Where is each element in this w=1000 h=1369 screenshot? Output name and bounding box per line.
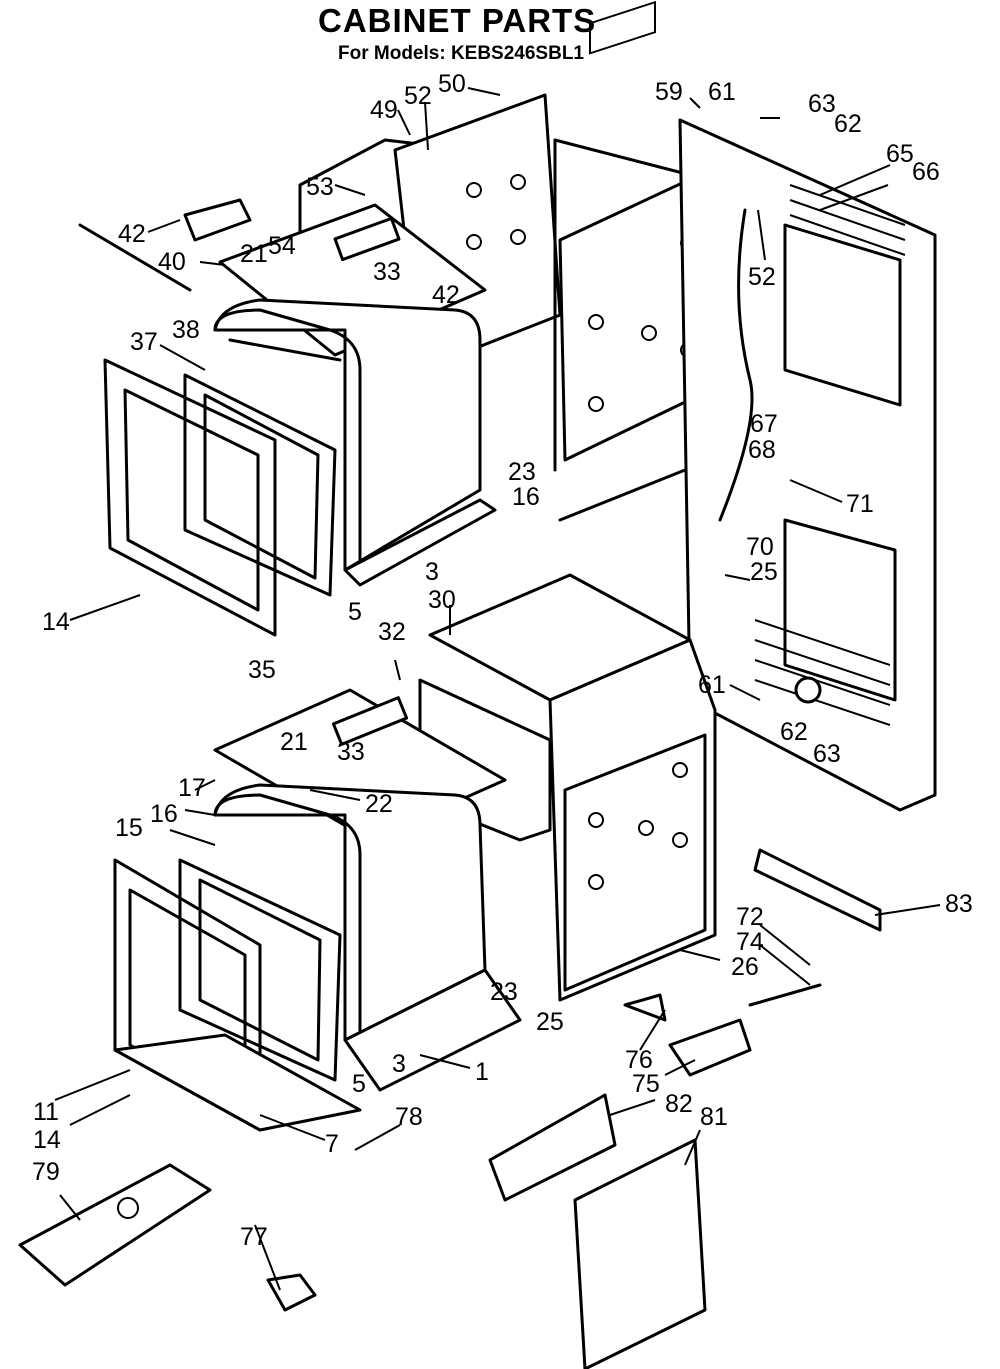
- lower-door-seal: [178, 858, 342, 1082]
- label-61-upper: 61: [708, 78, 736, 106]
- label-14-lower: 14: [33, 1126, 61, 1154]
- label-37: 37: [130, 328, 158, 356]
- label-5-lower: 5: [352, 1070, 366, 1098]
- label-11: 11: [33, 1098, 59, 1126]
- label-74: 74: [736, 928, 764, 956]
- label-1: 1: [475, 1058, 489, 1086]
- label-23-lower: 23: [490, 978, 518, 1006]
- label-59: 59: [655, 78, 683, 106]
- label-79: 79: [32, 1158, 60, 1186]
- label-3-upper: 3: [425, 558, 439, 586]
- lower-oven-liner: [213, 783, 522, 1092]
- label-65: 65: [886, 140, 914, 168]
- label-78: 78: [395, 1103, 423, 1131]
- label-82: 82: [665, 1090, 693, 1118]
- bottom-hardware: [18, 848, 882, 1369]
- label-52-right: 52: [748, 263, 776, 291]
- leader-lines: [54, 87, 941, 1291]
- lower-door-frame: [113, 858, 362, 1132]
- label-68: 68: [748, 436, 776, 464]
- label-66: 66: [912, 158, 940, 186]
- label-21-upper: 21: [240, 240, 268, 268]
- label-25-right: 25: [750, 558, 778, 586]
- label-17: 17: [178, 774, 206, 802]
- label-71: 71: [846, 490, 874, 518]
- label-7: 7: [325, 1130, 339, 1158]
- label-15: 15: [115, 814, 143, 842]
- label-38: 38: [172, 316, 200, 344]
- diagram-subtitle: For Models: KEBS246SBL1: [338, 43, 584, 64]
- label-70: 70: [746, 533, 774, 561]
- label-53: 53: [306, 173, 334, 201]
- label-30: 30: [428, 586, 456, 614]
- label-16-upper: 16: [512, 483, 540, 511]
- label-25-lower: 25: [536, 1008, 564, 1036]
- label-14-upper: 14: [42, 608, 70, 636]
- label-23-upper: 23: [508, 458, 536, 486]
- label-67: 67: [750, 410, 778, 438]
- label-42-right: 42: [432, 281, 460, 309]
- label-75: 75: [632, 1070, 660, 1098]
- label-22: 22: [365, 790, 393, 818]
- label-62-upper: 62: [834, 110, 862, 138]
- upper-oven-liner: [213, 298, 497, 587]
- label-52-upper: 52: [404, 82, 432, 110]
- label-83: 83: [945, 890, 973, 918]
- label-62-lower: 62: [780, 718, 808, 746]
- label-81: 81: [700, 1103, 728, 1131]
- wire-harness: [718, 208, 754, 522]
- label-40: 40: [158, 248, 186, 276]
- label-63-lower: 63: [813, 740, 841, 768]
- label-61-lower: 61: [698, 671, 726, 699]
- label-33-lower: 33: [337, 738, 365, 766]
- label-77: 77: [240, 1223, 268, 1251]
- label-33-upper: 33: [373, 258, 401, 286]
- right-side-panel: [678, 118, 937, 812]
- label-49: 49: [370, 96, 398, 124]
- label-72: 72: [736, 903, 764, 931]
- upper-cabinet-frame: [553, 0, 712, 522]
- label-26: 26: [731, 953, 759, 981]
- label-32: 32: [378, 618, 406, 646]
- part-labels: 50 49 52 53 42 40 21 54 33 42 38 37 23 1…: [32, 70, 973, 1251]
- label-76: 76: [625, 1046, 653, 1074]
- upper-door-seal: [183, 373, 337, 597]
- label-63-upper: 63: [808, 90, 836, 118]
- label-21-lower: 21: [280, 728, 308, 756]
- label-16-lower: 16: [150, 800, 178, 828]
- label-50: 50: [438, 70, 466, 98]
- label-3-lower: 3: [392, 1050, 406, 1078]
- label-5-upper: 5: [348, 598, 362, 626]
- upper-door-frame: [103, 358, 277, 637]
- label-35: 35: [248, 656, 276, 684]
- upper-left-hardware: [78, 198, 252, 292]
- label-42-left: 42: [118, 220, 146, 248]
- diagram-title: CABINET PARTS: [318, 2, 597, 39]
- label-54: 54: [268, 232, 296, 260]
